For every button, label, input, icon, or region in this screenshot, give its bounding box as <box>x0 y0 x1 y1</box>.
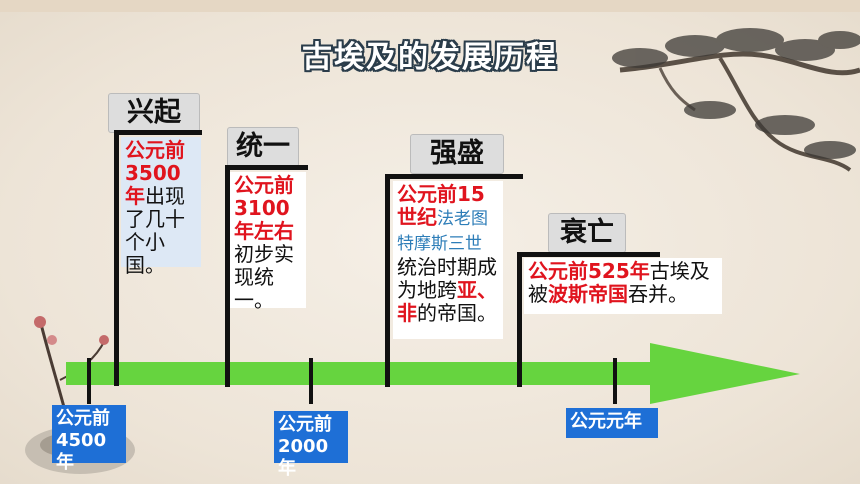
tick-4500bc <box>87 358 91 404</box>
stage-label-unify: 统一 <box>227 127 299 167</box>
page-title: 古埃及的发展历程 <box>302 40 558 76</box>
stage-bar-decline <box>517 252 660 257</box>
stage-pole-decline <box>517 252 522 387</box>
stage-text-peak: 公元前15世纪法老图特摩斯三世统治时期成为地跨亚、非的帝国。 <box>393 181 503 339</box>
stage-label-decline: 衰亡 <box>548 213 626 253</box>
stage-label-peak: 强盛 <box>410 134 504 174</box>
era-label-4500bc: 公元前4500年 <box>52 405 126 473</box>
stage-label-rise: 兴起 <box>108 93 200 133</box>
stage-text-decline: 公元前525年古埃及被波斯帝国吞并。 <box>524 258 722 314</box>
stage-text-unify: 公元前3100年左右初步实现统一。 <box>230 172 306 312</box>
era-label-2000bc: 公元前2000年 <box>274 411 348 479</box>
tick-year-zero <box>613 358 617 404</box>
tick-2000bc <box>309 358 313 404</box>
stage-bar-unify <box>225 165 308 170</box>
stage-pole-unify <box>225 165 230 387</box>
stage-pole-peak <box>385 174 390 387</box>
top-band <box>0 0 860 12</box>
stage-bar-peak <box>385 174 523 179</box>
stage-pole-rise <box>114 130 119 386</box>
stage-bar-rise <box>114 130 202 135</box>
pine-tree-decoration <box>612 28 860 172</box>
era-label-year-zero: 公元元年 <box>566 408 658 438</box>
stage-text-rise: 公元前3500年出现了几十个小国。 <box>121 137 201 277</box>
